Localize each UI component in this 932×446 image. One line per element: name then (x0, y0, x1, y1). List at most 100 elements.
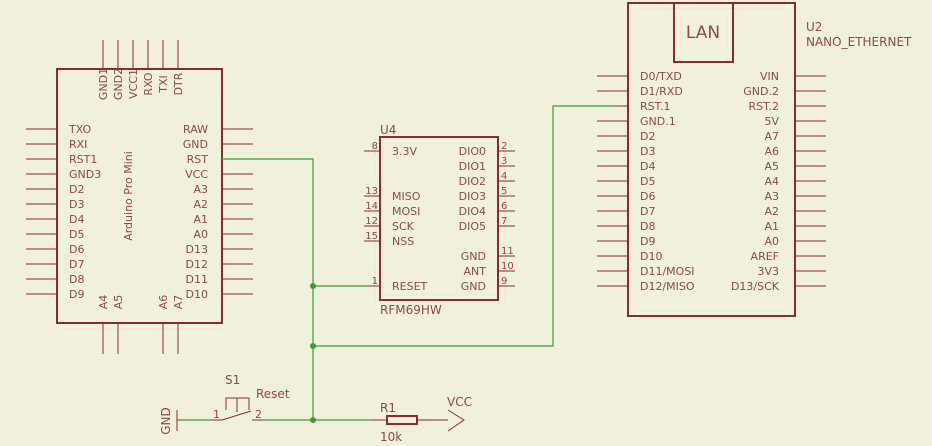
arduino-top-pin-label: TXI (157, 75, 170, 94)
resistor-body (386, 415, 418, 425)
arduino-right-pin-label: GND (183, 138, 208, 151)
nano-right-pin-label: A2 (764, 205, 779, 218)
arduino-right-pin-label: D11 (186, 273, 208, 286)
switch-pin1-label: 1 (213, 408, 220, 421)
rfm-left-pin-label: 3.3V (392, 145, 417, 158)
nano-left-pins: D0/TXDD1/RXDRST.1GND.1D2D3D4D5D6D7D8D9D1… (597, 70, 695, 293)
rfm-right-pin-number: 4 (501, 171, 507, 182)
nano-right-pin-label: 3V3 (757, 265, 779, 278)
rfm-right-pin-number: 9 (501, 276, 507, 287)
wire-arduino-rst (222, 158, 314, 420)
arduino-bottom-pin-label: A5 (112, 295, 125, 310)
arduino-bottom-pin-label: A7 (172, 295, 185, 310)
rfm-ref-label: U4 (380, 123, 396, 137)
nano-left-pin-label: D10 (640, 250, 662, 263)
reset-switch[interactable]: S1 Reset 1 2 (212, 373, 290, 421)
nano-left-pin-label: D11/MOSI (640, 265, 695, 278)
nano-left-pin-label: D1/RXD (640, 85, 683, 98)
nano-left-pin-label: D3 (640, 145, 655, 158)
rfm-value-label: RFM69HW (380, 303, 442, 317)
nano-right-pin-label: A5 (764, 160, 779, 173)
nano-right-pin-label: 5V (764, 115, 779, 128)
rfm-left-pin-label: NSS (392, 235, 414, 248)
rfm-left-pin-label: MISO (392, 190, 421, 203)
wire-nano-rst (313, 105, 617, 347)
arduino-right-pin-label: A0 (193, 228, 208, 241)
nano-right-pin-label: A1 (764, 220, 779, 233)
nano-ref-label: U2 (806, 20, 822, 34)
vcc-label: VCC (447, 395, 472, 409)
arduino-right-pin-label: A3 (193, 183, 208, 196)
arduino-left-pin-label: D6 (69, 243, 84, 256)
arduino-right-pin-label: RST (187, 153, 209, 166)
nano-left-pin-label: D12/MISO (640, 280, 695, 293)
arduino-right-pin-label: VCC (185, 168, 208, 181)
arduino-right-pin-label: D13 (186, 243, 208, 256)
arduino-top-pin-label: GND1 (97, 68, 110, 100)
arduino-pro-mini[interactable]: Arduino Pro Mini TXORXIRST1GND3D2D3D4D5D… (26, 40, 253, 354)
arduino-left-pin-label: GND3 (69, 168, 101, 181)
arduino-left-pin-label: D9 (69, 288, 84, 301)
nano-right-pin-label: D13/SCK (731, 280, 780, 293)
rfm-right-pin-number: 11 (501, 246, 514, 257)
rfm-left-pin-number: 15 (365, 231, 378, 242)
arduino-name-label: Arduino Pro Mini (122, 151, 135, 241)
nano-value-label: NANO_ETHERNET (806, 35, 912, 49)
lan-label: LAN (686, 23, 720, 43)
arduino-left-pin-label: D4 (69, 213, 84, 226)
rfm-right-pin-number: 6 (501, 201, 507, 212)
rfm-right-pin-number: 3 (501, 156, 507, 167)
nano-left-pin-label: D0/TXD (640, 70, 682, 83)
arduino-bottom-pin-label: A4 (97, 295, 110, 310)
gnd-label: GND (159, 407, 173, 435)
rfm-right-pin-label: DIO0 (459, 145, 486, 158)
nano-left-pin-label: D6 (640, 190, 655, 203)
nano-left-pin-label: D7 (640, 205, 655, 218)
rfm-right-pin-label: DIO5 (459, 220, 486, 233)
arduino-bottom-pin-label: A6 (157, 295, 170, 310)
rfm-left-pin-label: RESET (392, 280, 428, 293)
arduino-top-pin-label: VCC1 (127, 69, 140, 99)
rfm-right-pin-label: ANT (464, 265, 487, 278)
arduino-right-pin-label: A2 (193, 198, 208, 211)
nano-ethernet-module[interactable]: LAN U2 NANO_ETHERNET D0/TXD D1/RXD RST.1GN… (597, 2, 912, 317)
wires (177, 105, 617, 423)
ground-symbol: GND (159, 407, 178, 435)
junction-switch (310, 417, 316, 423)
junction-nano-rst (310, 343, 316, 349)
rfm-right-pin-number: 7 (501, 216, 507, 227)
arduino-body (56, 68, 223, 324)
arduino-left-pin-label: RXI (69, 138, 87, 151)
resistor-r1[interactable]: R1 10k (372, 401, 448, 444)
nano-left-pin-label: D2 (640, 130, 655, 143)
arduino-left-pin-label: D7 (69, 258, 84, 271)
nano-left-pin-label: RST.1 (640, 100, 671, 113)
rfm69hw-module[interactable]: U4 RFM69HW 3.3V8MISO13MOSI14SCK12NSS15RE… (364, 123, 515, 317)
rfm-right-pin-number: 10 (501, 261, 514, 272)
arduino-left-pin-label: D3 (69, 198, 84, 211)
vcc-symbol: VCC (447, 395, 472, 432)
arduino-left-pin-label: D8 (69, 273, 84, 286)
arduino-top-pin-label: GND2 (112, 68, 125, 100)
nano-right-pin-label: VIN (760, 70, 779, 83)
switch-pin2-label: 2 (255, 408, 262, 421)
nano-left-pin-label: GND.1 (640, 115, 676, 128)
nano-right-pin-label: A3 (764, 190, 779, 203)
rfm-left-pin-number: 12 (365, 216, 378, 227)
nano-right-pin-label: A4 (764, 175, 779, 188)
nano-right-pin-label: A0 (764, 235, 779, 248)
nano-left-pin-label: D8 (640, 220, 655, 233)
nano-right-pin-label: RST.2 (748, 100, 779, 113)
resistor-ref-label: R1 (380, 401, 396, 415)
rfm-right-pin-label: DIO1 (459, 160, 486, 173)
nano-right-pin-label: A6 (764, 145, 779, 158)
switch-ref-label: S1 (225, 373, 240, 387)
arduino-left-pin-label: RST1 (69, 153, 97, 166)
